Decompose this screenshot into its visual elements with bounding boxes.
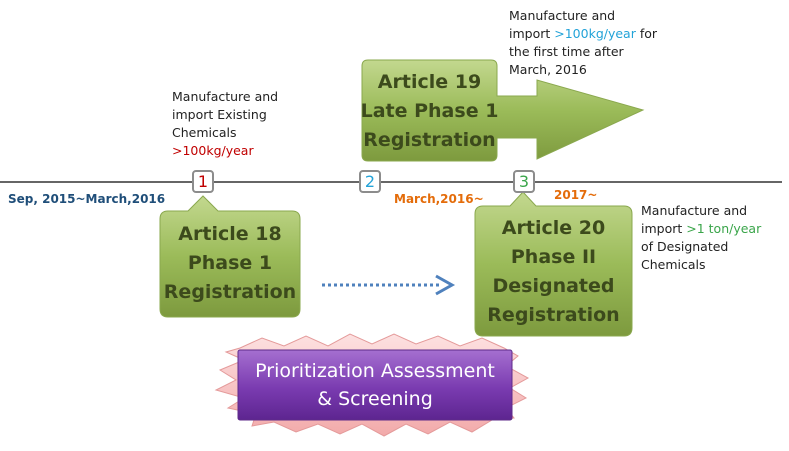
note-line: Chemicals: [641, 257, 706, 272]
box-line: Article 19: [377, 70, 482, 93]
timeline-marker-3: 3: [513, 170, 535, 193]
box-line: Registration: [163, 280, 297, 303]
note-text: import: [641, 221, 687, 236]
date-label-late-phase1: March,2016~: [394, 192, 484, 206]
article20-callout-shape: [474, 191, 633, 337]
note-threshold: >100kg/year: [172, 143, 254, 158]
date-label-phase1: Sep, 2015~March,2016: [8, 192, 166, 206]
note-line: import >100kg/year for: [509, 25, 657, 43]
note-threshold: >1 ton/year: [686, 221, 762, 236]
prioritization-box-shape: [237, 349, 513, 421]
box-line: Phase 1: [187, 251, 273, 274]
note-first-time: Manufacture and import >100kg/year for t…: [509, 7, 657, 79]
timeline-marker-2: 2: [359, 170, 381, 193]
note-line: import >1 ton/year: [641, 220, 761, 238]
note-line: Manufacture and: [172, 89, 279, 104]
note-text: import: [509, 26, 555, 41]
date-label-phase2: 2017~: [554, 188, 598, 202]
article20-label: Article 20 Phase II Designated Registrat…: [475, 212, 632, 332]
box-line: Phase II: [510, 246, 597, 268]
article19-arrow-shape: [361, 59, 645, 162]
box-line: Article 20: [501, 217, 606, 239]
note-designated-chemicals: Manufacture and import >1 ton/year of De…: [641, 202, 761, 274]
box-line: Article 18: [178, 222, 282, 245]
prio-line: & Screening: [317, 388, 433, 410]
prio-line: Prioritization Assessment: [255, 360, 495, 382]
article19-label: Article 19 Late Phase 1 Registration: [360, 66, 499, 156]
prioritization-label: Prioritization Assessment & Screening: [238, 352, 512, 418]
note-line: of Designated: [641, 239, 729, 254]
note-line: import Existing: [172, 107, 267, 122]
note-line: March, 2016: [509, 62, 587, 77]
box-line: Late Phase 1: [360, 99, 499, 122]
note-text: for: [635, 26, 658, 41]
timeline-marker-1: 1: [192, 170, 214, 193]
note-line: Chemicals: [172, 125, 237, 140]
box-line: Designated: [492, 275, 615, 297]
note-existing-chemicals: Manufacture and import Existing Chemical…: [172, 88, 278, 160]
note-threshold: >100kg/year: [554, 26, 636, 41]
box-line: Registration: [363, 128, 496, 151]
note-line: the first time after: [509, 44, 624, 59]
note-line: Manufacture and: [509, 8, 616, 23]
box-line: Registration: [487, 304, 620, 326]
article18-callout-shape: [159, 195, 301, 318]
article18-label: Article 18 Phase 1 Registration: [160, 213, 300, 313]
dotted-arrow-head: [435, 274, 456, 296]
note-line: Manufacture and: [641, 203, 748, 218]
